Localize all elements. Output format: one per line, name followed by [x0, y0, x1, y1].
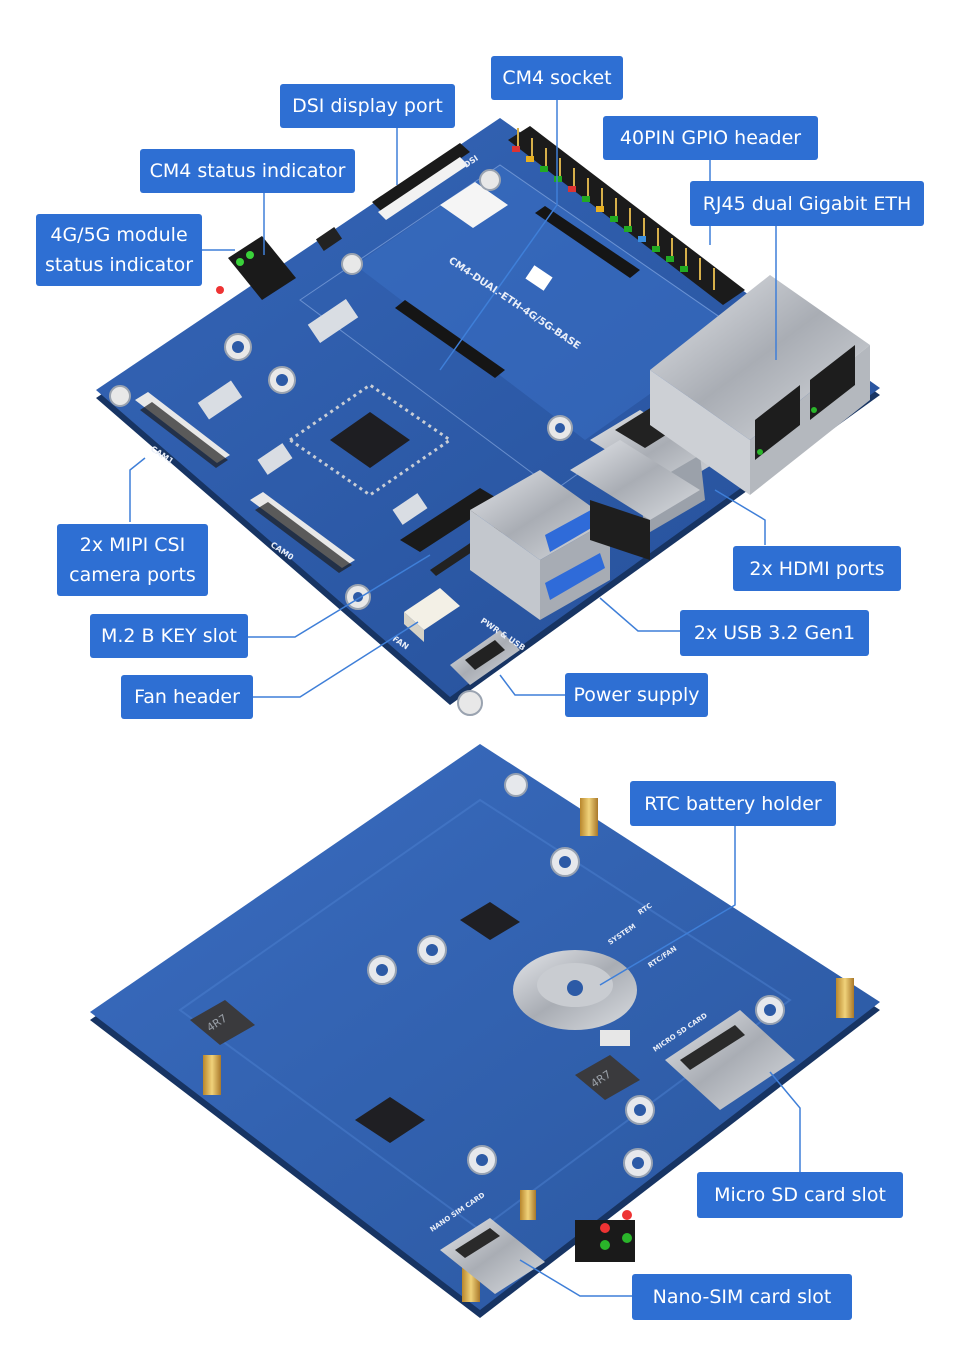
rtc-battery-holder-label: RTC battery holder: [630, 781, 836, 826]
bottom-board: 4R7 4R7 RTC SYSTEM RTC/FAN MICRO SD CARD…: [90, 744, 880, 1318]
fan-header-label: Fan header: [121, 675, 253, 719]
brass-standoffs: [203, 798, 854, 1302]
micro-sd-slot-label: Micro SD card slot: [697, 1172, 903, 1218]
usb-ports: [470, 470, 610, 620]
usb-label: 2x USB 3.2 Gen1: [680, 610, 869, 656]
rtc-battery-holder: [513, 950, 637, 1046]
bottom-leds: [575, 1210, 635, 1262]
mipi-csi-line1: 2x MIPI CSI: [79, 534, 186, 556]
module-status-line1: 4G/5G module: [50, 224, 188, 246]
power-supply-label: Power supply: [565, 673, 708, 717]
cm4-sockets: [395, 206, 640, 378]
hdmi-ports-label: 2x HDMI ports: [733, 546, 901, 591]
cm4-status-indicator-label: CM4 status indicator: [140, 149, 355, 193]
camera-connectors: CAM1 CAM0: [135, 392, 355, 573]
dsi-port-label: DSI display port: [280, 84, 455, 128]
module-status-indicator-label: 4G/5G module status indicator: [36, 214, 202, 286]
rj45-label: RJ45 dual Gigabit ETH: [690, 181, 924, 226]
top-board: DSI CM4-DUAL-ETH-4G/5G-BASE: [96, 118, 880, 716]
hdmi-ports: [570, 402, 720, 560]
nano-sim-slot-label: Nano-SIM card slot: [632, 1274, 852, 1320]
mipi-csi-label: 2x MIPI CSI camera ports: [57, 524, 208, 596]
gpio-header: [508, 126, 745, 305]
leader-lines: [129, 100, 801, 1297]
module-status-line2: status indicator: [44, 254, 194, 276]
rj45-ports: [650, 275, 870, 495]
gpio-header-label: 40PIN GPIO header: [603, 116, 818, 160]
inductor-a: 4R7: [190, 1000, 255, 1045]
cm4-socket-label: CM4 socket: [491, 56, 623, 100]
status-leds: [216, 236, 296, 300]
mipi-csi-line2: camera ports: [69, 564, 196, 586]
inductor-b: 4R7: [575, 1055, 640, 1100]
m2-slot-label: M.2 B KEY slot: [90, 614, 248, 658]
